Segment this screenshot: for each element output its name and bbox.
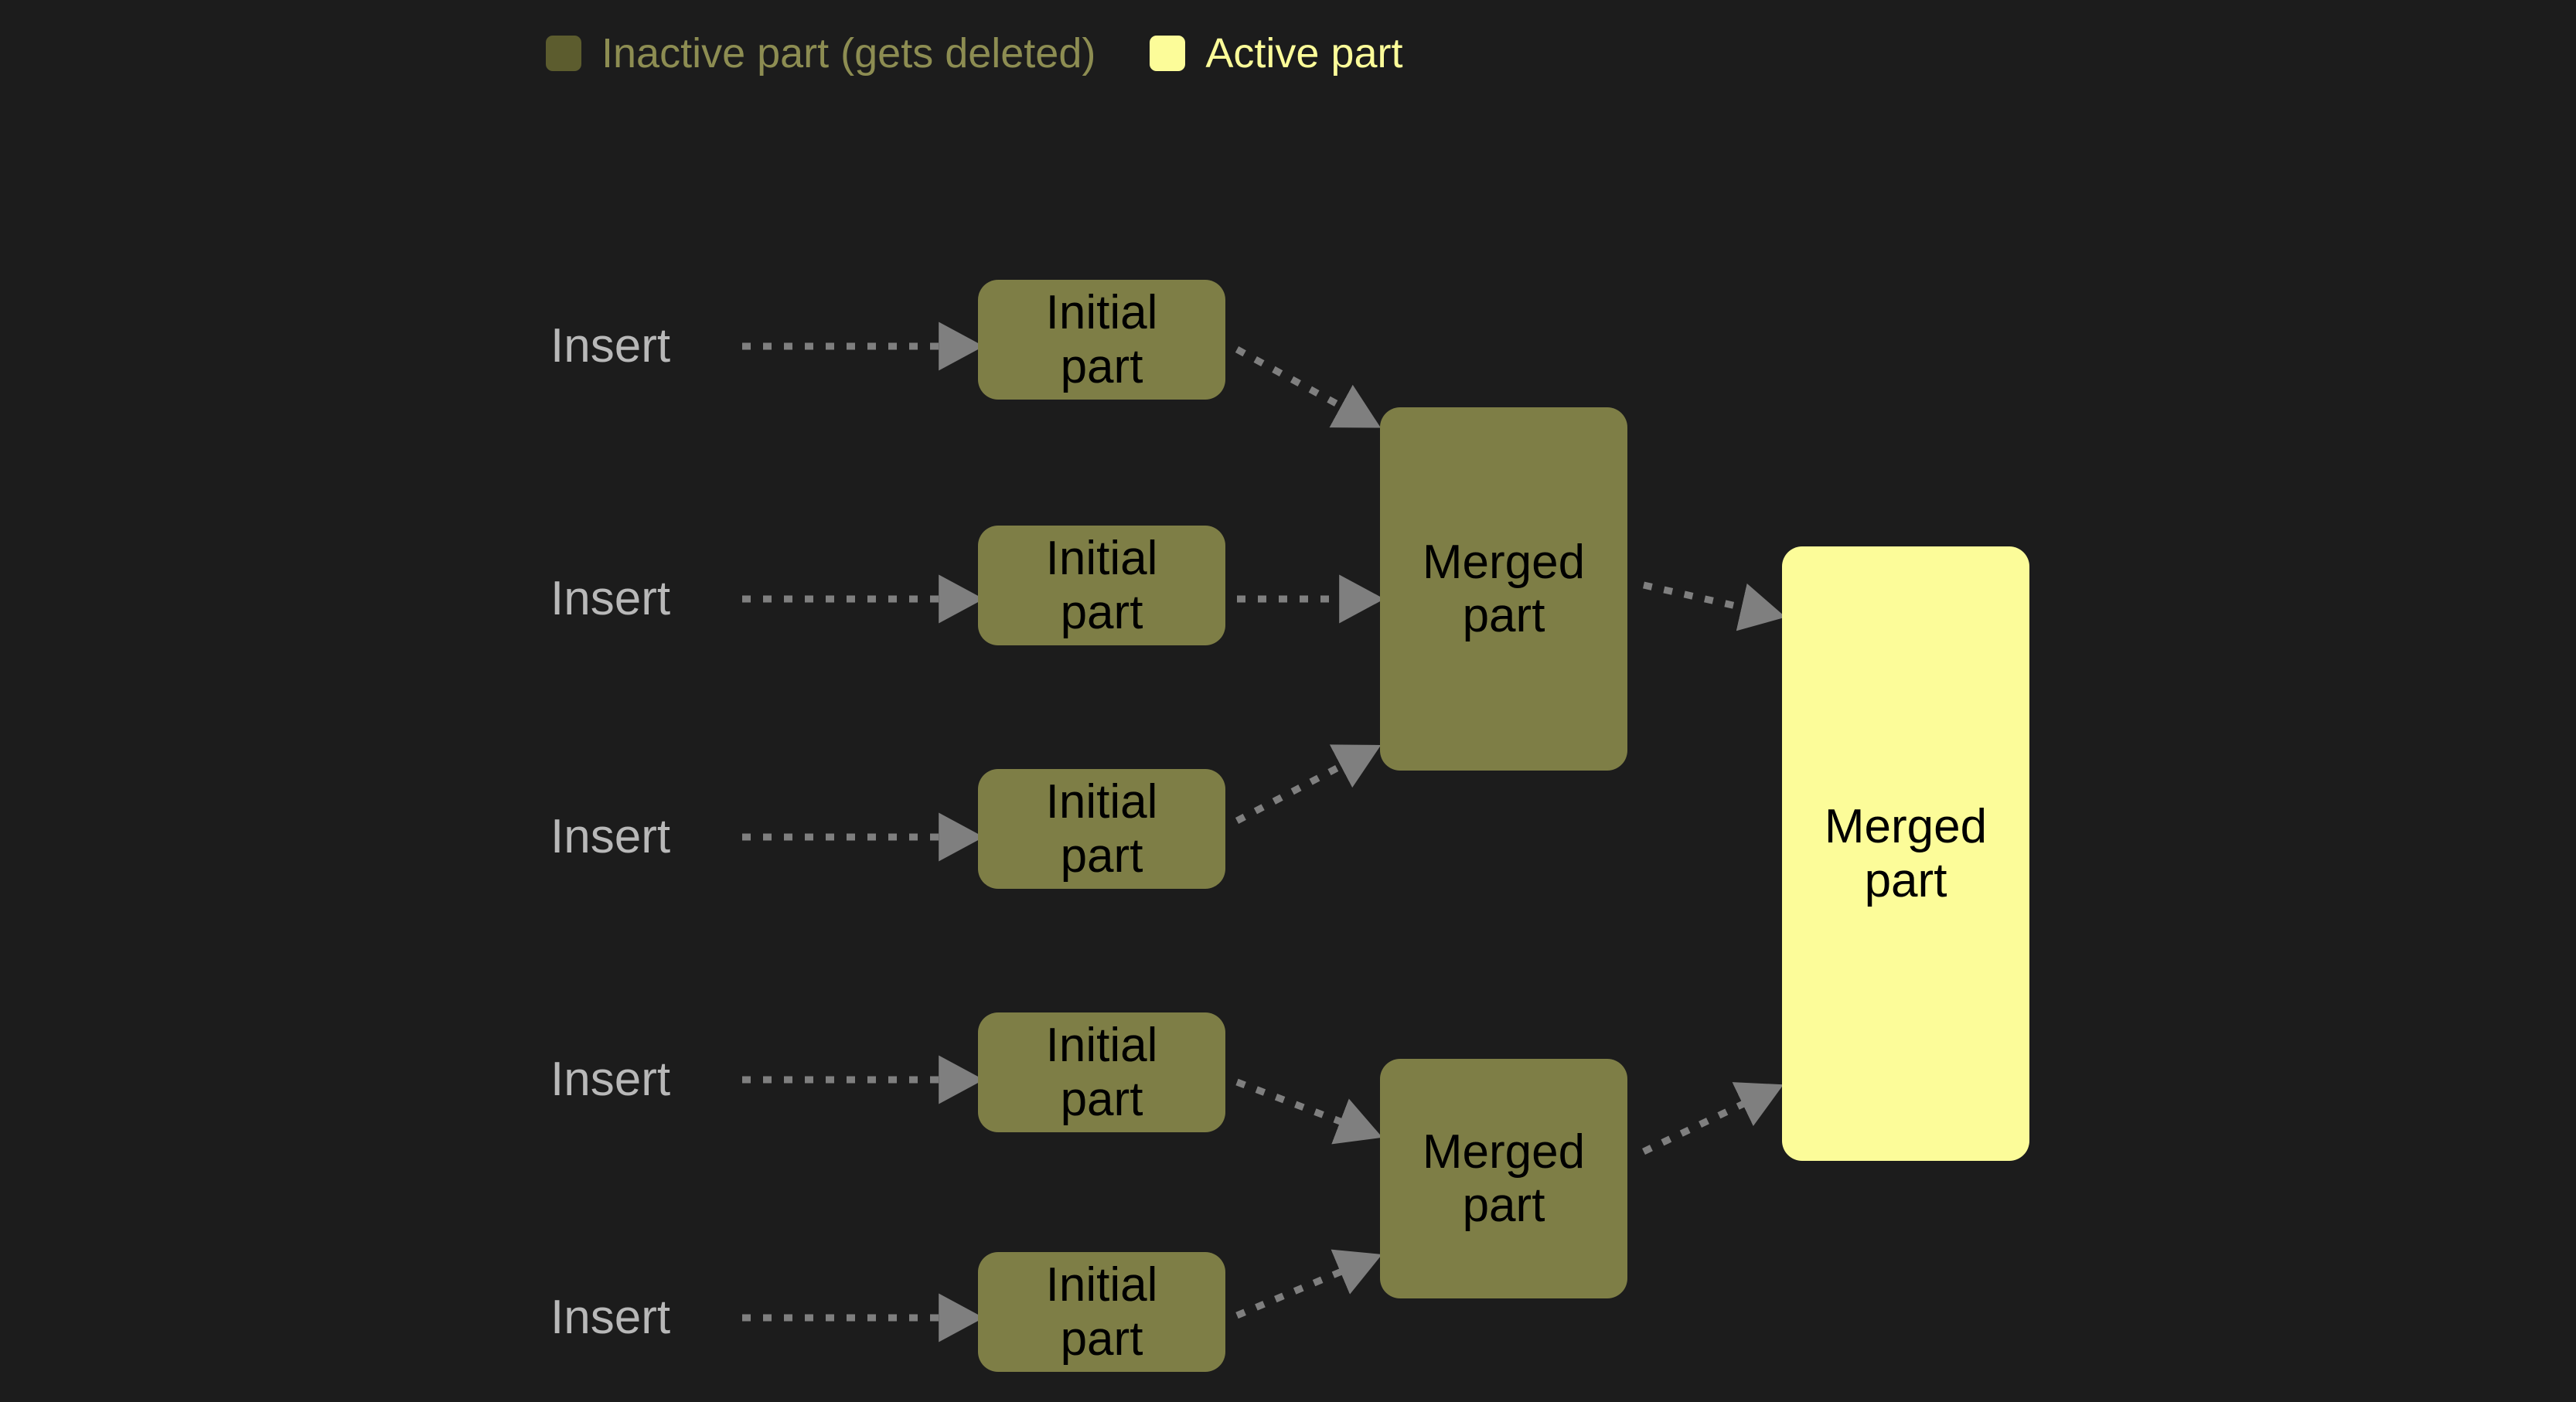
arrow-initial1-to-merged-top	[1235, 346, 1381, 428]
legend-swatch-active-icon	[1150, 36, 1186, 71]
arrow-initial3-to-merged-top	[1235, 744, 1382, 824]
merged-part-bottom-line2: part	[1462, 1179, 1545, 1232]
initial-part-line2-4: part	[1060, 1072, 1143, 1126]
merged-part-top-line1: Merged	[1422, 535, 1586, 589]
insert-label-1: Insert	[550, 319, 671, 373]
insert-label-3: Insert	[550, 810, 671, 863]
arrow-initial4-to-merged-bottom	[1235, 1078, 1383, 1145]
initial-part-line1-3: Initial	[1045, 775, 1158, 829]
initial-part-line1-5: Initial	[1045, 1258, 1158, 1312]
legend-swatch-inactive-icon	[546, 36, 581, 71]
arrow-initial5-to-merged-bottom	[1235, 1249, 1382, 1319]
legend: Inactive part (gets deleted) Active part	[546, 26, 1402, 80]
arrow-merged-bottom-to-active	[1642, 1082, 1784, 1155]
legend-label-inactive: Inactive part (gets deleted)	[601, 30, 1096, 77]
legend-item-active: Active part	[1150, 32, 1402, 74]
merged-part-bottom-line1: Merged	[1422, 1125, 1586, 1179]
active-merged-part-line1: Merged	[1824, 800, 1988, 854]
insert-label-2: Insert	[550, 572, 671, 625]
initial-part-line2-5: part	[1060, 1312, 1143, 1366]
initial-part-line1-1: Initial	[1045, 286, 1158, 340]
legend-item-inactive: Inactive part (gets deleted)	[546, 32, 1095, 74]
initial-part-line2-3: part	[1060, 829, 1143, 883]
initial-part-line2-1: part	[1060, 339, 1143, 393]
initial-part-line1-4: Initial	[1045, 1019, 1158, 1073]
arrow-merged-top-to-active	[1643, 581, 1786, 631]
insert-label-5: Insert	[550, 1291, 671, 1344]
active-merged-part-line2: part	[1864, 853, 1947, 907]
legend-label-active: Active part	[1205, 30, 1403, 77]
merged-part-top-line2: part	[1462, 589, 1545, 642]
initial-part-line2-2: part	[1060, 585, 1143, 639]
initial-part-line1-2: Initial	[1045, 532, 1158, 586]
insert-label-4: Insert	[550, 1053, 671, 1106]
